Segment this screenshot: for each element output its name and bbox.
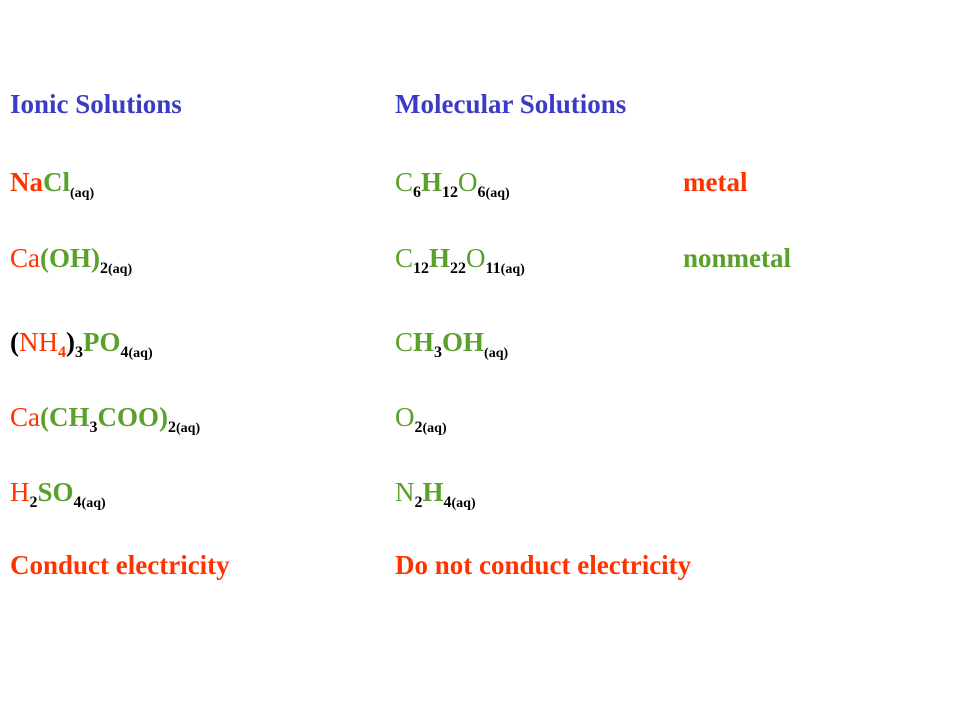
ionic-heading: Ionic Solutions bbox=[10, 89, 182, 119]
legend-metal: metal bbox=[683, 167, 748, 197]
formula-sulfuric-acid: H2SO4(aq) bbox=[10, 477, 106, 511]
formula-nacl: NaCl(aq) bbox=[10, 167, 95, 201]
formula-glucose: C6H12O6(aq) bbox=[395, 167, 510, 201]
ionic-conclusion: Conduct electricity bbox=[10, 550, 230, 580]
formula-row-2: Ca(OH)2(aq) C12H22O11(aq) nonmetal bbox=[0, 238, 960, 278]
formula-calcium-acetate: Ca(CH3COO)2(aq) bbox=[10, 402, 201, 436]
conclusion-row: Conduct electricity Do not conduct elect… bbox=[0, 545, 960, 585]
formula-oxygen: O2(aq) bbox=[395, 402, 447, 436]
heading-row: Ionic Solutions Molecular Solutions bbox=[0, 84, 960, 124]
formula-methanol: CH3OH(aq) bbox=[395, 327, 509, 361]
formula-row-4: Ca(CH3COO)2(aq) O2(aq) bbox=[0, 397, 960, 437]
formula-row-5: H2SO4(aq) N2H4(aq) bbox=[0, 472, 960, 512]
formula-ammonium-phosphate: (NH4)3PO4(aq) bbox=[10, 327, 153, 361]
formula-row-1: NaCl(aq) C6H12O6(aq) metal bbox=[0, 162, 960, 202]
molecular-conclusion: Do not conduct electricity bbox=[395, 550, 692, 580]
legend-nonmetal: nonmetal bbox=[683, 243, 791, 273]
formula-hydrazine: N2H4(aq) bbox=[395, 477, 476, 511]
formula-calcium-hydroxide: Ca(OH)2(aq) bbox=[10, 243, 133, 277]
formula-sucrose: C12H22O11(aq) bbox=[395, 243, 525, 277]
molecular-heading: Molecular Solutions bbox=[395, 89, 627, 119]
formula-row-3: (NH4)3PO4(aq) CH3OH(aq) bbox=[0, 322, 960, 362]
